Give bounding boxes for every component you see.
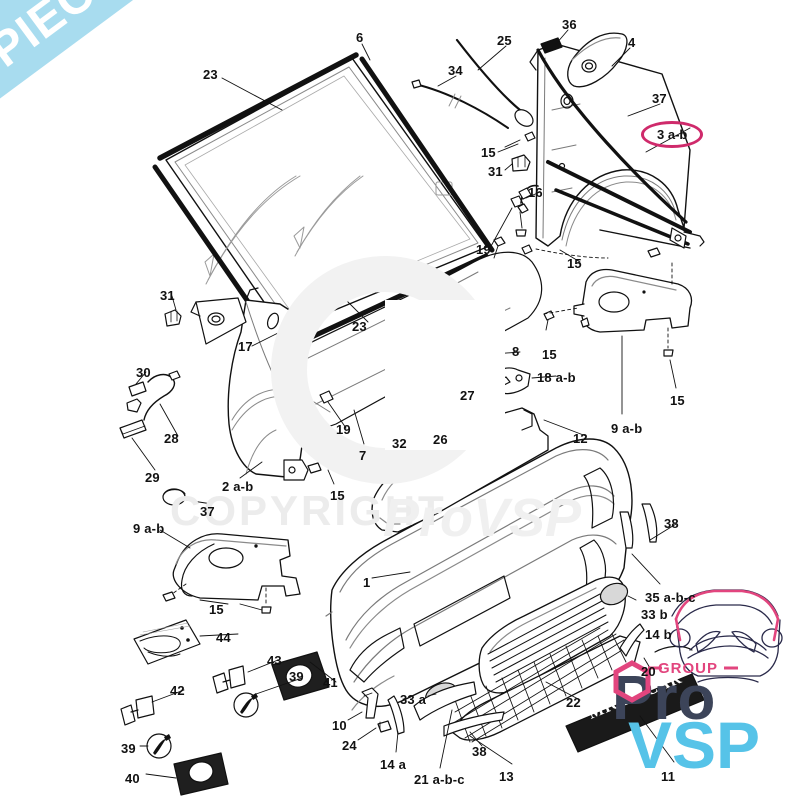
part-19-clip-left xyxy=(319,390,334,404)
part-36-block xyxy=(540,37,563,54)
part-callout-21-a-b-c[interactable]: 21 a-b-c xyxy=(414,772,465,787)
car-front-thumbnail xyxy=(669,589,783,683)
part-4-mirror-sail-panel xyxy=(567,32,628,88)
part-callout-12[interactable]: 12 xyxy=(573,431,588,446)
part-callout-24[interactable]: 24 xyxy=(342,738,357,753)
part-callout-22[interactable]: 22 xyxy=(566,695,581,710)
part-callout-9-a-b[interactable]: 9 a-b xyxy=(133,521,165,536)
part-28-cable xyxy=(143,373,176,421)
part-38-trim-a xyxy=(619,511,634,549)
part-callout-20[interactable]: 20 xyxy=(641,664,656,679)
part-29-bracket xyxy=(119,419,147,439)
part-callout-2-a-b[interactable]: 2 a-b xyxy=(222,479,254,494)
part-callout-15[interactable]: 15 xyxy=(481,145,496,160)
part-callout-23[interactable]: 23 xyxy=(203,67,218,82)
part-callout-34[interactable]: 34 xyxy=(448,63,463,78)
part-callout-42[interactable]: 42 xyxy=(170,683,185,698)
part-callout-41[interactable]: 41 xyxy=(323,675,338,690)
part-callout-37[interactable]: 37 xyxy=(200,504,215,519)
part-callout-40[interactable]: 40 xyxy=(125,771,140,786)
part-callout-33-a[interactable]: 33 a xyxy=(400,692,427,707)
part-callout-15[interactable]: 15 xyxy=(567,256,582,271)
part-30-bracket-a xyxy=(128,381,147,397)
part-callout-28[interactable]: 28 xyxy=(164,431,179,446)
part-callout-1[interactable]: 1 xyxy=(363,575,371,590)
part-callout-36[interactable]: 36 xyxy=(562,17,577,32)
part-callout-33-b[interactable]: 33 b xyxy=(641,607,668,622)
part-callout-38[interactable]: 38 xyxy=(664,516,679,531)
part-callout-13[interactable]: 13 xyxy=(499,769,514,784)
part-15-screw-a xyxy=(524,131,536,142)
part-callout-31[interactable]: 31 xyxy=(160,288,175,303)
part-callout-4[interactable]: 4 xyxy=(628,35,636,50)
part-callout-25[interactable]: 25 xyxy=(497,33,512,48)
part-38-trim-lower xyxy=(443,711,505,737)
part-callout-19[interactable]: 19 xyxy=(336,422,351,437)
part-callout-32[interactable]: 32 xyxy=(392,436,407,451)
part-callout-43[interactable]: 43 xyxy=(267,653,282,668)
part-callout-37[interactable]: 37 xyxy=(652,91,667,106)
part-callout-44[interactable]: 44 xyxy=(216,630,231,645)
part-3-front-fender-right xyxy=(535,43,691,247)
part-callout-30[interactable]: 30 xyxy=(136,365,151,380)
part-callout-15[interactable]: 15 xyxy=(542,347,557,362)
part-callout-11[interactable]: 11 xyxy=(661,769,676,784)
part-callout-39[interactable]: 39 xyxy=(121,741,136,756)
part-callout-18-a-b[interactable]: 18 a-b xyxy=(537,370,576,385)
thumbnail-windshield-highlight xyxy=(674,589,780,621)
part-callout-27[interactable]: 27 xyxy=(460,388,475,403)
part-callout-23[interactable]: 23 xyxy=(352,319,367,334)
part-callout-35-a-b-c[interactable]: 35 a-b-c xyxy=(645,590,696,605)
part-callout-14-a[interactable]: 14 a xyxy=(380,757,407,772)
part-9-wheel-arch-liner-left xyxy=(172,533,301,601)
part-3-trim-strip-upper xyxy=(546,160,692,234)
part-callout-19[interactable]: 19 xyxy=(476,242,491,257)
part-31-clip-right xyxy=(511,154,531,172)
part-35-trim xyxy=(619,623,645,657)
part-callout-15[interactable]: 15 xyxy=(209,602,224,617)
part-30-bracket-b xyxy=(126,398,142,413)
part-43-bracket-b xyxy=(228,665,246,689)
part-callout-10[interactable]: 10 xyxy=(332,718,347,733)
part-callout-29[interactable]: 29 xyxy=(145,470,160,485)
part-22-lower-grille xyxy=(478,576,626,694)
part-43-bracket-a xyxy=(212,672,229,694)
part-callout-38[interactable]: 38 xyxy=(472,744,487,759)
part-callout-15[interactable]: 15 xyxy=(330,488,345,503)
part-callout-39[interactable]: 39 xyxy=(289,669,304,684)
part-42-bracket-b xyxy=(135,695,155,719)
part-callout-17[interactable]: 17 xyxy=(238,339,253,354)
part-callout-14-b[interactable]: 14 b xyxy=(645,627,672,642)
part-callout-8[interactable]: 8 xyxy=(512,344,520,359)
part-callout-9-a-b[interactable]: 9 a-b xyxy=(611,421,643,436)
part-callout-6[interactable]: 6 xyxy=(356,30,364,45)
part-callout-26[interactable]: 26 xyxy=(433,432,448,447)
part-callout-31[interactable]: 31 xyxy=(488,164,503,179)
part-callout-15[interactable]: 15 xyxy=(670,393,685,408)
part-33b-blanking-cover xyxy=(599,582,629,606)
part-callout-16[interactable]: 16 xyxy=(528,185,543,200)
part-fender-corner-left xyxy=(195,297,247,345)
part-38-trim-b xyxy=(641,503,658,543)
highlighted-part-callout-3ab[interactable]: 3 a-b xyxy=(641,121,704,148)
part-callout-7[interactable]: 7 xyxy=(359,448,367,463)
part-1-front-bumper xyxy=(330,438,633,707)
part-42-bracket-a xyxy=(120,704,136,726)
